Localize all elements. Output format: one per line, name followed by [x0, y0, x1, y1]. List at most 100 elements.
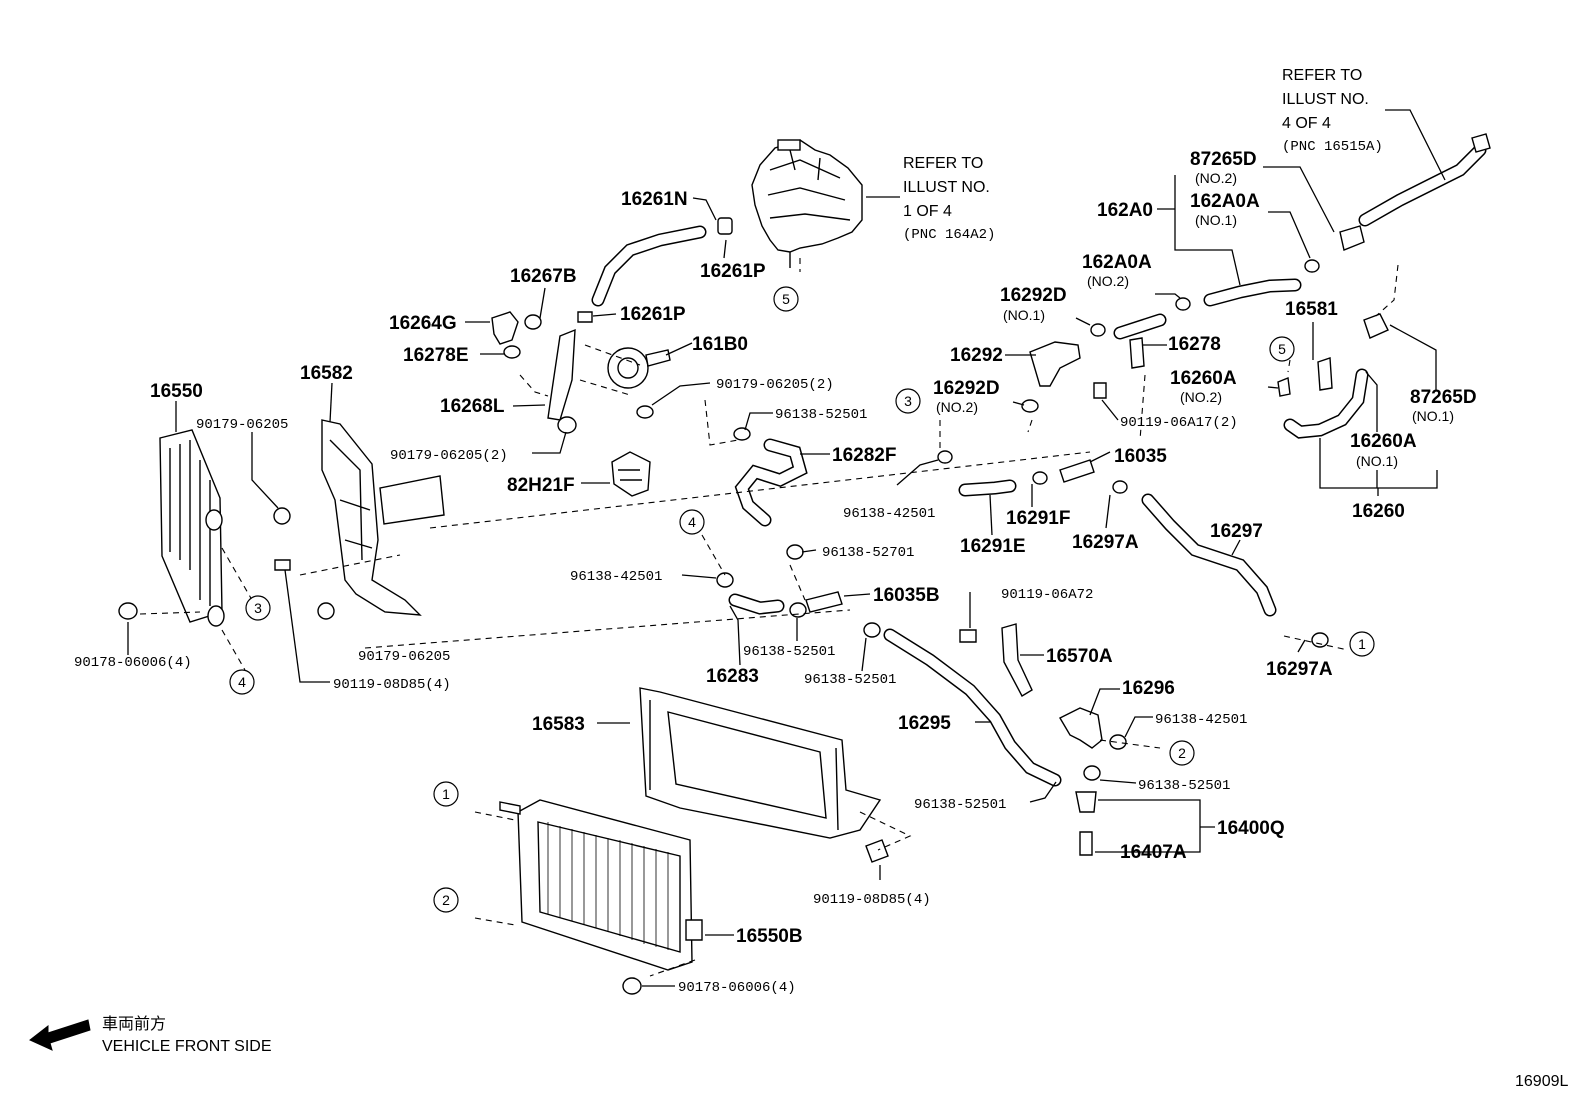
label-16583: 16583: [532, 714, 585, 735]
marker-2-radiator: 2: [433, 887, 459, 913]
label-96138-52501-d: 96138-52501: [1138, 778, 1230, 794]
hose-16283-drawing: [728, 593, 785, 615]
marker-1-radiator: 1: [433, 781, 459, 807]
pipe-16035B-drawing: [716, 544, 881, 638]
label-16260A-a: 16260A: [1170, 368, 1237, 389]
label-96138-42501-b: 96138-42501: [570, 569, 662, 585]
svg-text:4: 4: [688, 514, 696, 530]
label-16292: 16292: [950, 345, 1003, 366]
pipe-16515A-drawing: [1358, 133, 1491, 227]
hose-16296-drawing: [1059, 707, 1127, 856]
label-96138-52701: 96138-52701: [822, 545, 914, 561]
label-90178-06006-b: 90178-06006(4): [678, 980, 796, 996]
svg-text:3: 3: [904, 393, 912, 409]
label-16297A-a: 16297A: [1072, 532, 1139, 553]
bracket-16570A-drawing: [959, 623, 1033, 697]
marker-3-left: 3: [245, 595, 271, 621]
label-90178-06006-a: 90178-06006(4): [74, 655, 192, 671]
pipe-16035-drawing: [937, 450, 1128, 497]
label-96138-42501-c: 96138-42501: [1155, 712, 1247, 728]
label-96138-42501-a: 96138-42501: [843, 506, 935, 522]
svg-text:5: 5: [782, 291, 790, 307]
front-label-jp: 車両前方: [102, 1015, 166, 1033]
label-162A0A-a: 162A0A: [1190, 191, 1260, 212]
label-82H21F: 82H21F: [507, 475, 575, 496]
label-16292D-b: 16292D: [933, 378, 1000, 399]
label-87265D-b: 87265D: [1410, 387, 1477, 408]
label-16407A: 16407A: [1120, 842, 1187, 863]
marker-5-right: 5: [1269, 336, 1295, 362]
label-90179-06205-a: 90179-06205: [196, 417, 288, 433]
label-16267B: 16267B: [510, 266, 577, 287]
label-16550: 16550: [150, 381, 203, 402]
note-refer-pipe: REFER TO ILLUST NO. 4 OF 4 (PNC 16515A): [1282, 67, 1383, 155]
label-16035: 16035: [1114, 446, 1167, 467]
qual-87265D-b: (NO.1): [1412, 408, 1454, 424]
svg-text:3: 3: [254, 600, 262, 616]
label-96138-52501-c: 96138-52501: [804, 672, 896, 688]
hose-162A0-drawing: [1203, 225, 1365, 307]
hose-16261N-drawing: [591, 217, 733, 307]
label-16292D-a: 16292D: [1000, 285, 1067, 306]
illustration-number: 16909L: [1515, 1073, 1568, 1090]
circled-markers: 5 5 3 3 4 4 1 2 1 2: [229, 286, 1375, 913]
note-refer-reservoir: REFER TO ILLUST NO. 1 OF 4 (PNC 164A2): [903, 155, 995, 243]
label-162A0A-b: 162A0A: [1082, 252, 1152, 273]
svg-text:1: 1: [1358, 636, 1366, 652]
qual-162A0A-a: (NO.1): [1195, 212, 1237, 228]
label-16035B: 16035B: [873, 585, 940, 606]
marker-1-right: 1: [1349, 631, 1375, 657]
label-96138-52501-a: 96138-52501: [775, 407, 867, 423]
leader-lines: [127, 109, 1446, 987]
label-16582: 16582: [300, 363, 353, 384]
label-90119-06A72: 90119-06A72: [1001, 587, 1093, 603]
marker-2-right: 2: [1169, 740, 1195, 766]
qual-16260A-b: (NO.1): [1356, 453, 1398, 469]
marker-4-left: 4: [229, 669, 255, 695]
label-16261P-b: 16261P: [620, 304, 686, 325]
water-pump-161B0-drawing: [607, 347, 671, 419]
svg-text:REFER TO: REFER TO: [1282, 67, 1362, 84]
label-16264G: 16264G: [389, 313, 457, 334]
inverter-cooler-16550-drawing: [118, 429, 225, 627]
label-16260A-b: 16260A: [1350, 431, 1417, 452]
label-90179-06205-2b: 90179-06205(2): [390, 448, 508, 464]
hose-16282F-drawing: [733, 427, 808, 527]
label-16295: 16295: [898, 713, 951, 734]
qual-87265D-a: (NO.2): [1195, 170, 1237, 186]
part-labels: 16261N 16261P 16267B 16264G 16261P 16278…: [74, 149, 1477, 996]
svg-text:2: 2: [442, 892, 450, 908]
marker-4-center: 4: [679, 509, 705, 535]
label-90119-08D85-b: 90119-08D85(4): [813, 892, 931, 908]
svg-text:ILLUST NO.: ILLUST NO.: [1282, 91, 1369, 108]
svg-text:REFER TO: REFER TO: [903, 155, 983, 172]
reservoir-tank-drawing: [751, 139, 863, 268]
label-16297: 16297: [1210, 521, 1263, 542]
hose-16295-drawing: [883, 628, 1062, 787]
radiator-16550B-drawing: [499, 799, 703, 995]
label-16400Q: 16400Q: [1217, 818, 1285, 839]
svg-text:ILLUST NO.: ILLUST NO.: [903, 179, 990, 196]
label-16291F: 16291F: [1006, 508, 1070, 529]
label-16261P-a: 16261P: [700, 261, 766, 282]
radiator-support-16583-drawing: [639, 687, 889, 863]
label-16283: 16283: [706, 666, 759, 687]
label-16291E: 16291E: [960, 536, 1026, 557]
svg-text:(PNC 16515A): (PNC 16515A): [1282, 139, 1383, 155]
label-16550B: 16550B: [736, 926, 803, 947]
svg-text:(PNC 164A2): (PNC 164A2): [903, 227, 995, 243]
label-96138-52501-e: 96138-52501: [914, 797, 1006, 813]
label-96138-52501-b: 96138-52501: [743, 644, 835, 660]
marker-5-top: 5: [773, 286, 799, 312]
svg-text:4 OF 4: 4 OF 4: [1282, 115, 1331, 132]
front-label-en: VEHICLE FRONT SIDE: [102, 1038, 272, 1055]
label-16297A-b: 16297A: [1266, 659, 1333, 680]
label-16278E: 16278E: [403, 345, 469, 366]
bracket-16268L-drawing: [547, 328, 577, 434]
label-16261N: 16261N: [621, 189, 688, 210]
vehicle-front-indicator: 車両前方 VEHICLE FRONT SIDE: [29, 1015, 272, 1055]
label-161B0: 161B0: [692, 334, 748, 355]
hose-16292-drawing: [1021, 341, 1107, 413]
front-arrow-icon: [29, 1019, 91, 1051]
